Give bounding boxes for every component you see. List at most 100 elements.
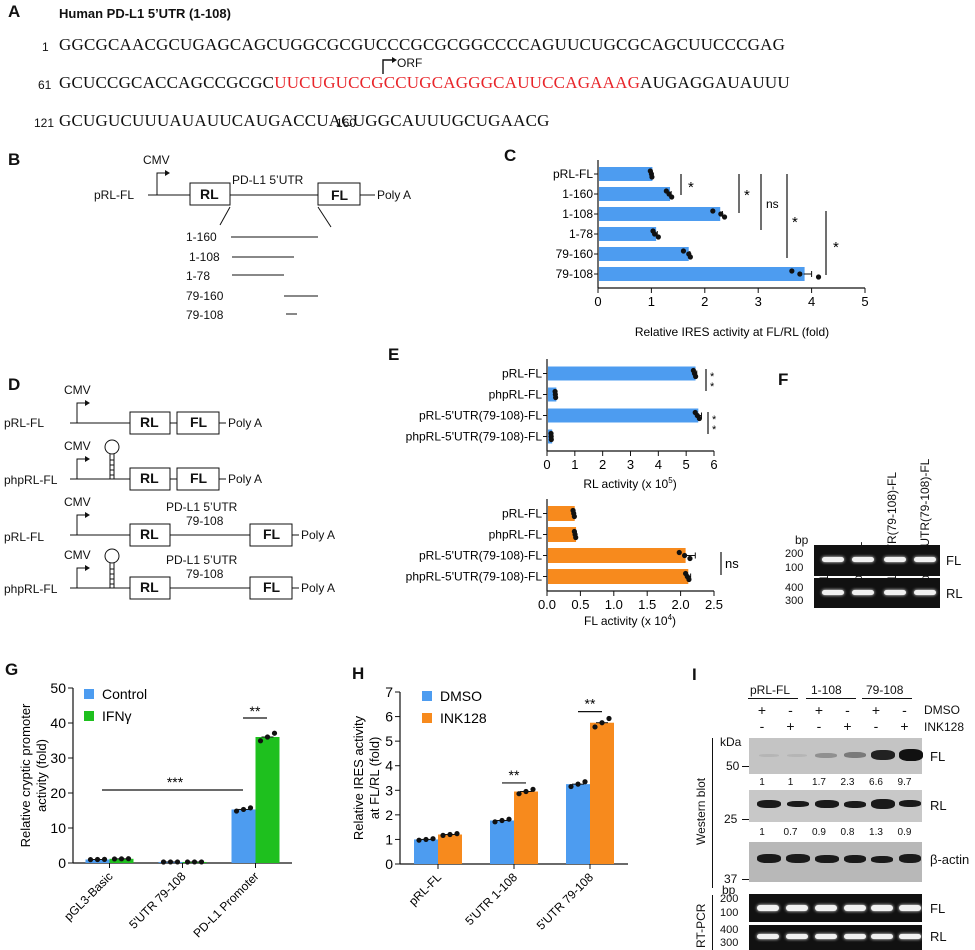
x-tick-label: 5 (683, 457, 690, 472)
lane-value: - (845, 702, 850, 718)
kda-marker: 25 (724, 812, 738, 826)
x-tick-label: 2 (701, 294, 708, 309)
data-point (416, 837, 422, 843)
data-point (797, 271, 803, 277)
x-tick-label: 1.0 (605, 597, 623, 612)
polya-label: Poly A (228, 416, 263, 430)
construct-row-1 (70, 400, 226, 435)
x-tick-label: 0 (594, 294, 601, 309)
group-underline (806, 698, 856, 699)
legend-swatch (84, 711, 94, 721)
bar (599, 207, 721, 221)
bar (548, 569, 689, 584)
construct-name: pRL-FL (4, 416, 45, 430)
fl-box-label: FL (263, 526, 281, 542)
pcr-gel-rl (749, 925, 922, 950)
category-label: phpRL-5'UTR(79-108)-FL (406, 570, 543, 584)
data-point (568, 783, 574, 790)
y-tick-label: 6 (385, 709, 393, 725)
bar (438, 834, 462, 864)
y-tick-label: 7 (385, 684, 393, 700)
category-label: pRL-FL (553, 167, 593, 181)
seq-end-num: 160 (336, 116, 357, 130)
rl-box-label: RL (140, 526, 159, 542)
y-tick-label: 1 (385, 831, 393, 847)
y-axis-label: Relative cryptic promoteractivity (fold) (18, 703, 49, 847)
bar (255, 737, 280, 863)
construct-row-4 (70, 548, 299, 600)
orf-arrow-icon (382, 57, 397, 74)
x-tick-label: 1.5 (638, 597, 656, 612)
insert-label: PD-L1 5’UTR (166, 500, 238, 514)
dmso-row: +-+-+- (752, 702, 922, 718)
seq-text: GCUGUCUUUAUAUUCAUGACCUACUGGCAUUUGCUGAACG (59, 111, 550, 130)
orf-label: ORF (397, 56, 423, 70)
lane-value: - (816, 718, 822, 734)
construct-name: phpRL-FL (4, 473, 58, 487)
construct-name: pRL-FL (4, 530, 45, 544)
data-point (184, 859, 191, 865)
lane-value: 0.8 (840, 827, 855, 838)
lane-value: 1 (759, 777, 765, 788)
lane-value: + (814, 702, 824, 718)
significance-label: ns (725, 556, 739, 571)
panel-label-i: I (692, 665, 697, 684)
data-point (718, 211, 724, 217)
seq-line-1: GGCGCAACGCUGAGCAGCUGGCGCGUCCCGCGCGGCCCCA… (59, 35, 785, 55)
pcr-gel-fl (749, 894, 922, 922)
group-label: 1-108 (811, 683, 842, 697)
blot-label-fl: FL (930, 749, 946, 764)
significance-label: * (833, 239, 839, 256)
significance-label: * (712, 414, 717, 426)
bp-unit-label: bp (795, 533, 809, 547)
data-point (271, 730, 278, 736)
panel-label-g: G (5, 660, 19, 679)
lane-value: + (843, 718, 852, 734)
legend-label: INK128 (440, 710, 487, 726)
data-point (516, 791, 522, 797)
promoter-label: CMV (64, 383, 91, 397)
bar (548, 387, 557, 402)
x-axis-label: RL activity (x 105) (583, 476, 676, 491)
legend-swatch (84, 689, 94, 699)
y-tick-label: 10 (50, 820, 66, 836)
data-point (789, 268, 795, 274)
significance-label: ** (585, 696, 596, 712)
data-point (669, 194, 675, 200)
category-label: pRL-5'UTR(79-108)-FL (419, 409, 542, 423)
panel-label-h: H (352, 664, 365, 683)
insert-label: PD-L1 5’UTR (166, 553, 238, 567)
data-point (710, 208, 716, 214)
marker-label: 200 (720, 893, 739, 905)
western-blot-label: Western blot (694, 777, 708, 845)
lane-value: 2.3 (840, 777, 855, 788)
significance-label: ** (250, 703, 261, 719)
marker-label: 100 (720, 907, 739, 919)
x-axis-label: Relative IRES activity at FL/RL (fold) (635, 325, 829, 339)
data-point (257, 738, 264, 744)
blot-label-rl: RL (930, 798, 947, 813)
lane-value: + (900, 718, 909, 734)
construct-row-2 (70, 439, 226, 491)
group-underline (862, 698, 912, 699)
x-tick-label: 5'UTR 1-108 (462, 870, 520, 928)
pcr-label-rl: RL (930, 929, 947, 944)
construct-diagram-b (148, 170, 375, 315)
marker-label: 300 (785, 595, 804, 607)
data-point (548, 436, 554, 443)
x-tick-label: 4 (808, 294, 815, 309)
x-tick-label: PD-L1 Promoter (190, 869, 261, 940)
panel-label-d: D (8, 375, 21, 394)
seq-num-1: 1 (42, 40, 49, 54)
seq-line-2: GCUCCGCACCAGCCGCGCUUCUGUCCGCCUGCAGGGCAUU… (59, 73, 790, 93)
legend-swatch (422, 713, 432, 723)
data-point (111, 856, 118, 862)
marker-tick (742, 819, 749, 820)
bar (548, 527, 577, 542)
legend-label: DMSO (440, 688, 482, 704)
fl-box-label: FL (190, 414, 208, 430)
marker-tick (742, 879, 749, 880)
data-point (174, 859, 181, 865)
